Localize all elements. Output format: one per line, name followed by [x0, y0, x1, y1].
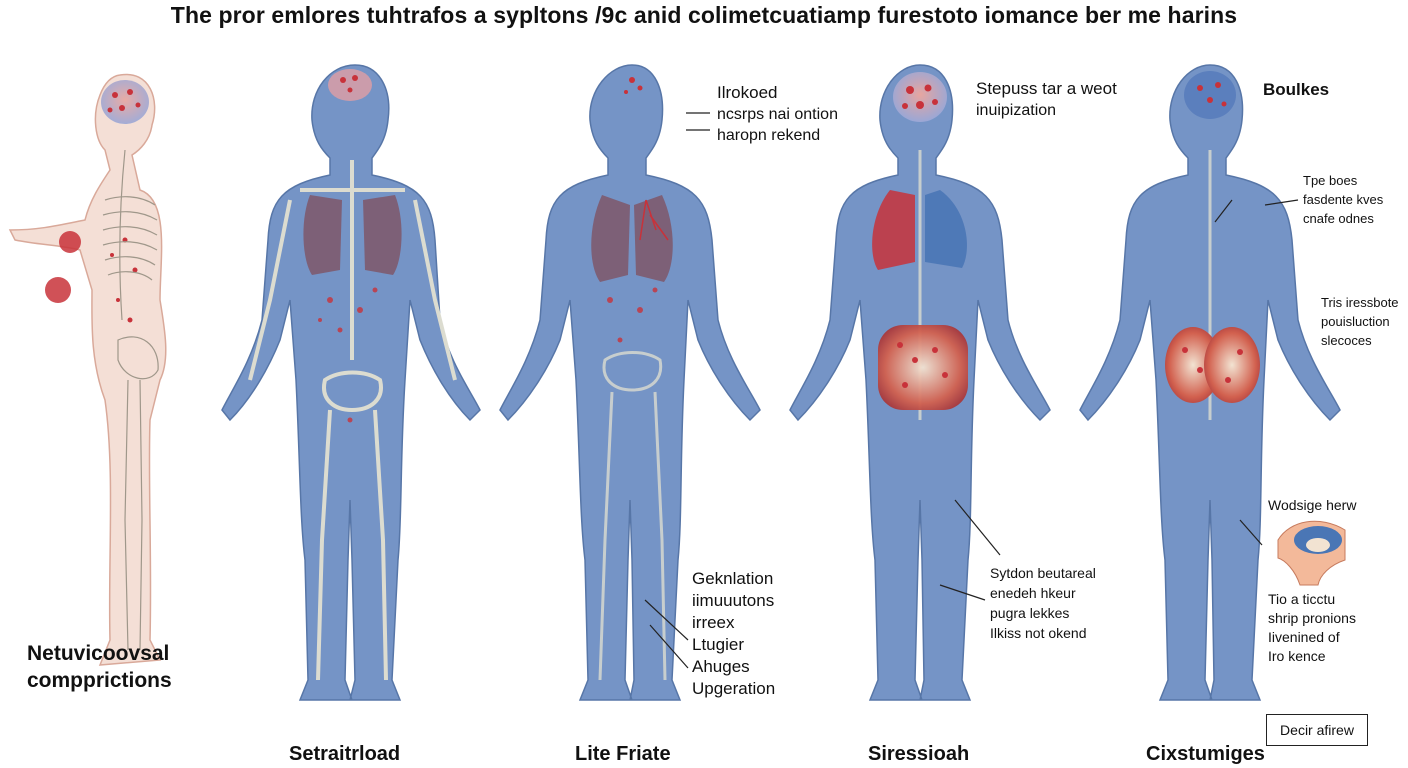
fig4-low-line-3: pugra lekkes — [990, 605, 1070, 621]
fig4-head-label: Stepuss tar a weot inuipization — [976, 78, 1117, 121]
fig4-low-line-1: Sytdon beutareal — [990, 565, 1096, 581]
fig5-a-line-2: fasdente kves — [1303, 192, 1384, 207]
fig5-label-c: Wodsige herw — [1268, 497, 1357, 513]
fig5-label-a: Tpe boes fasdente kves cnafe odnes — [1303, 171, 1383, 228]
fig3-low-line-3: irreex — [692, 613, 735, 632]
fig5-d-line-4: Iro kence — [1268, 648, 1326, 664]
fig4-low-line-4: Ilkiss not okend — [990, 625, 1087, 641]
fig4-low-line-2: enedeh hkeur — [990, 585, 1076, 601]
fig5-b-line-1: Tris iressbote — [1321, 295, 1399, 310]
fig4-low-label: Sytdon beutareal enedeh hkeur pugra lekk… — [990, 563, 1096, 643]
fig5-b-line-3: slecoces — [1321, 333, 1372, 348]
fig5-label-d: Tio a ticctu shrip pronions Iivenined of… — [1268, 590, 1356, 666]
fig5-a-line-1: Tpe boes — [1303, 173, 1358, 188]
fig4-head-line-2: inuipization — [976, 102, 1057, 119]
fig5-head-label: Boulkes — [1263, 80, 1330, 99]
fig3-head-label: Ilrokoed — [717, 82, 777, 104]
fig3-low-line-6: Upgeration — [692, 679, 776, 698]
fig4-head-line-1: Stepuss tar a weot — [976, 79, 1117, 98]
fig3-low-line-1: Geknlation — [692, 569, 774, 588]
caption-figure-2: Setraitrload — [289, 743, 401, 765]
figure-side-skeleton — [8, 73, 167, 666]
fig3-head-line-3: haropn rekend — [717, 127, 821, 144]
fig5-b-line-2: pouisluction — [1321, 314, 1390, 329]
left-label-line-2: compprictions — [27, 669, 172, 692]
fig3-head-sub: ncsrps nai ontion haropn rekend — [717, 104, 838, 146]
figure-back-kidneys — [1079, 64, 1346, 701]
fig5-d-line-2: shrip pronions — [1268, 610, 1356, 626]
caption-figure-4: Siressioah — [868, 743, 970, 765]
left-label-line-1: Netuvicoovsal — [27, 642, 170, 665]
figure-back-organs — [789, 64, 1051, 701]
fig3-head-line-2: ncsrps nai ontion — [717, 106, 838, 123]
fig3-low-line-4: Ltugier — [692, 635, 744, 654]
fig5-d-line-1: Tio a ticctu — [1268, 591, 1336, 607]
figure-front-skeleton — [221, 64, 481, 701]
left-label: Netuvicoovsal compprictions — [27, 640, 172, 694]
fig3-low-label: Geknlation iimuuutons irreex Ltugier Ahu… — [692, 568, 775, 700]
fig3-low-line-5: Ahuges — [692, 657, 750, 676]
fig5-label-b: Tris iressbote pouisluction slecoces — [1321, 293, 1399, 350]
page-title: The pror emlores tuhtrafos a sypltons /9… — [170, 2, 1238, 28]
figure-lungs — [499, 64, 761, 701]
fig3-head-line-1: Ilrokoed — [717, 83, 778, 102]
boxed-label: Decir afirew — [1266, 714, 1368, 746]
caption-figure-3: Lite Friate — [575, 743, 671, 765]
fig3-low-line-2: iimuuutons — [692, 591, 775, 610]
caption-figure-5: Cixstumiges — [1146, 743, 1265, 765]
fig5-a-line-3: cnafe odnes — [1303, 211, 1374, 226]
fig5-d-line-3: Iivenined of — [1268, 629, 1340, 645]
